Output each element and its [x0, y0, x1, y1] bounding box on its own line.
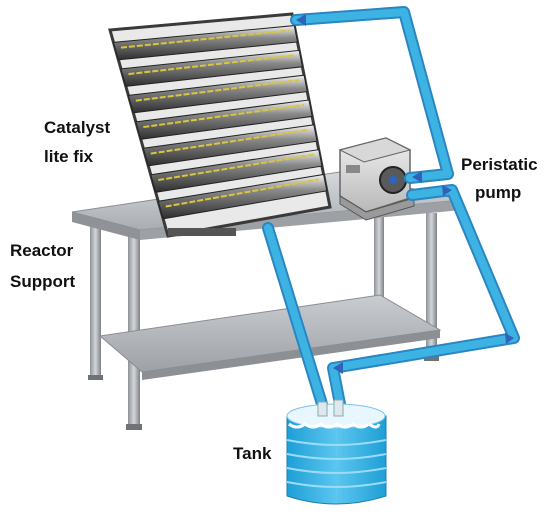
arrow-icon [333, 362, 343, 374]
table-leg [426, 213, 437, 358]
pump-label-line1: Peristatic [461, 155, 538, 174]
tank-rib [286, 481, 387, 488]
flow-arrows [296, 14, 514, 374]
lamp-strip [128, 54, 295, 76]
table-foot [126, 424, 142, 430]
tank-rib [286, 439, 387, 446]
tube-pump-loop-outline [327, 184, 520, 410]
catalyst-label-line1: Catalyst [44, 118, 111, 137]
tank-inlet [317, 401, 328, 417]
reactor-label-line2: Support [10, 272, 76, 291]
tank-outlet [333, 399, 344, 417]
arrow-icon [442, 185, 452, 196]
table-foot [424, 356, 439, 361]
peristaltic-pump [338, 137, 415, 221]
table-leg [374, 215, 384, 335]
arrow-icon [296, 14, 306, 26]
reactor-support-label: Reactor Support [10, 240, 75, 293]
tube-pump-loop [329, 186, 518, 408]
uv-lamp [127, 74, 308, 114]
catalyst-lite-fixture [108, 12, 332, 238]
pump-display [346, 165, 360, 173]
table-leg [90, 222, 101, 377]
pump-top [338, 137, 412, 163]
lamp-strip [120, 29, 290, 49]
table-leg [128, 228, 140, 426]
reactor-label-line1: Reactor [10, 241, 74, 260]
tank-ribs [286, 439, 387, 488]
panel-stand [168, 228, 236, 236]
tank-label: Tank [233, 443, 271, 465]
lamp-strip [143, 103, 305, 129]
pump-head-hub [389, 176, 397, 184]
lamp-strip [150, 128, 309, 155]
tube-reactor-feed [264, 224, 326, 408]
tank-label-text: Tank [233, 444, 272, 463]
catalyst-label-line2: lite fix [44, 147, 94, 166]
arrow-icon [505, 333, 514, 344]
lamp-strip [165, 178, 319, 208]
tank-rib [286, 467, 387, 474]
table-foot [88, 375, 103, 380]
catalyst-label: Catalyst lite fix [44, 117, 110, 168]
arrow-icon [412, 171, 422, 183]
pump-base [339, 195, 415, 221]
lamp-strip [158, 153, 314, 182]
tube-return [292, 8, 452, 182]
pump-label: Peristatic pump [461, 154, 538, 204]
lamp-strip [135, 79, 300, 102]
tank [286, 399, 387, 505]
lower-shelf-edge [142, 330, 440, 380]
tank-rib [286, 453, 387, 460]
pump-label-line2: pump [475, 183, 522, 202]
tank-wave [288, 422, 381, 429]
table-top-edge [72, 212, 140, 240]
tubing [262, 6, 520, 410]
